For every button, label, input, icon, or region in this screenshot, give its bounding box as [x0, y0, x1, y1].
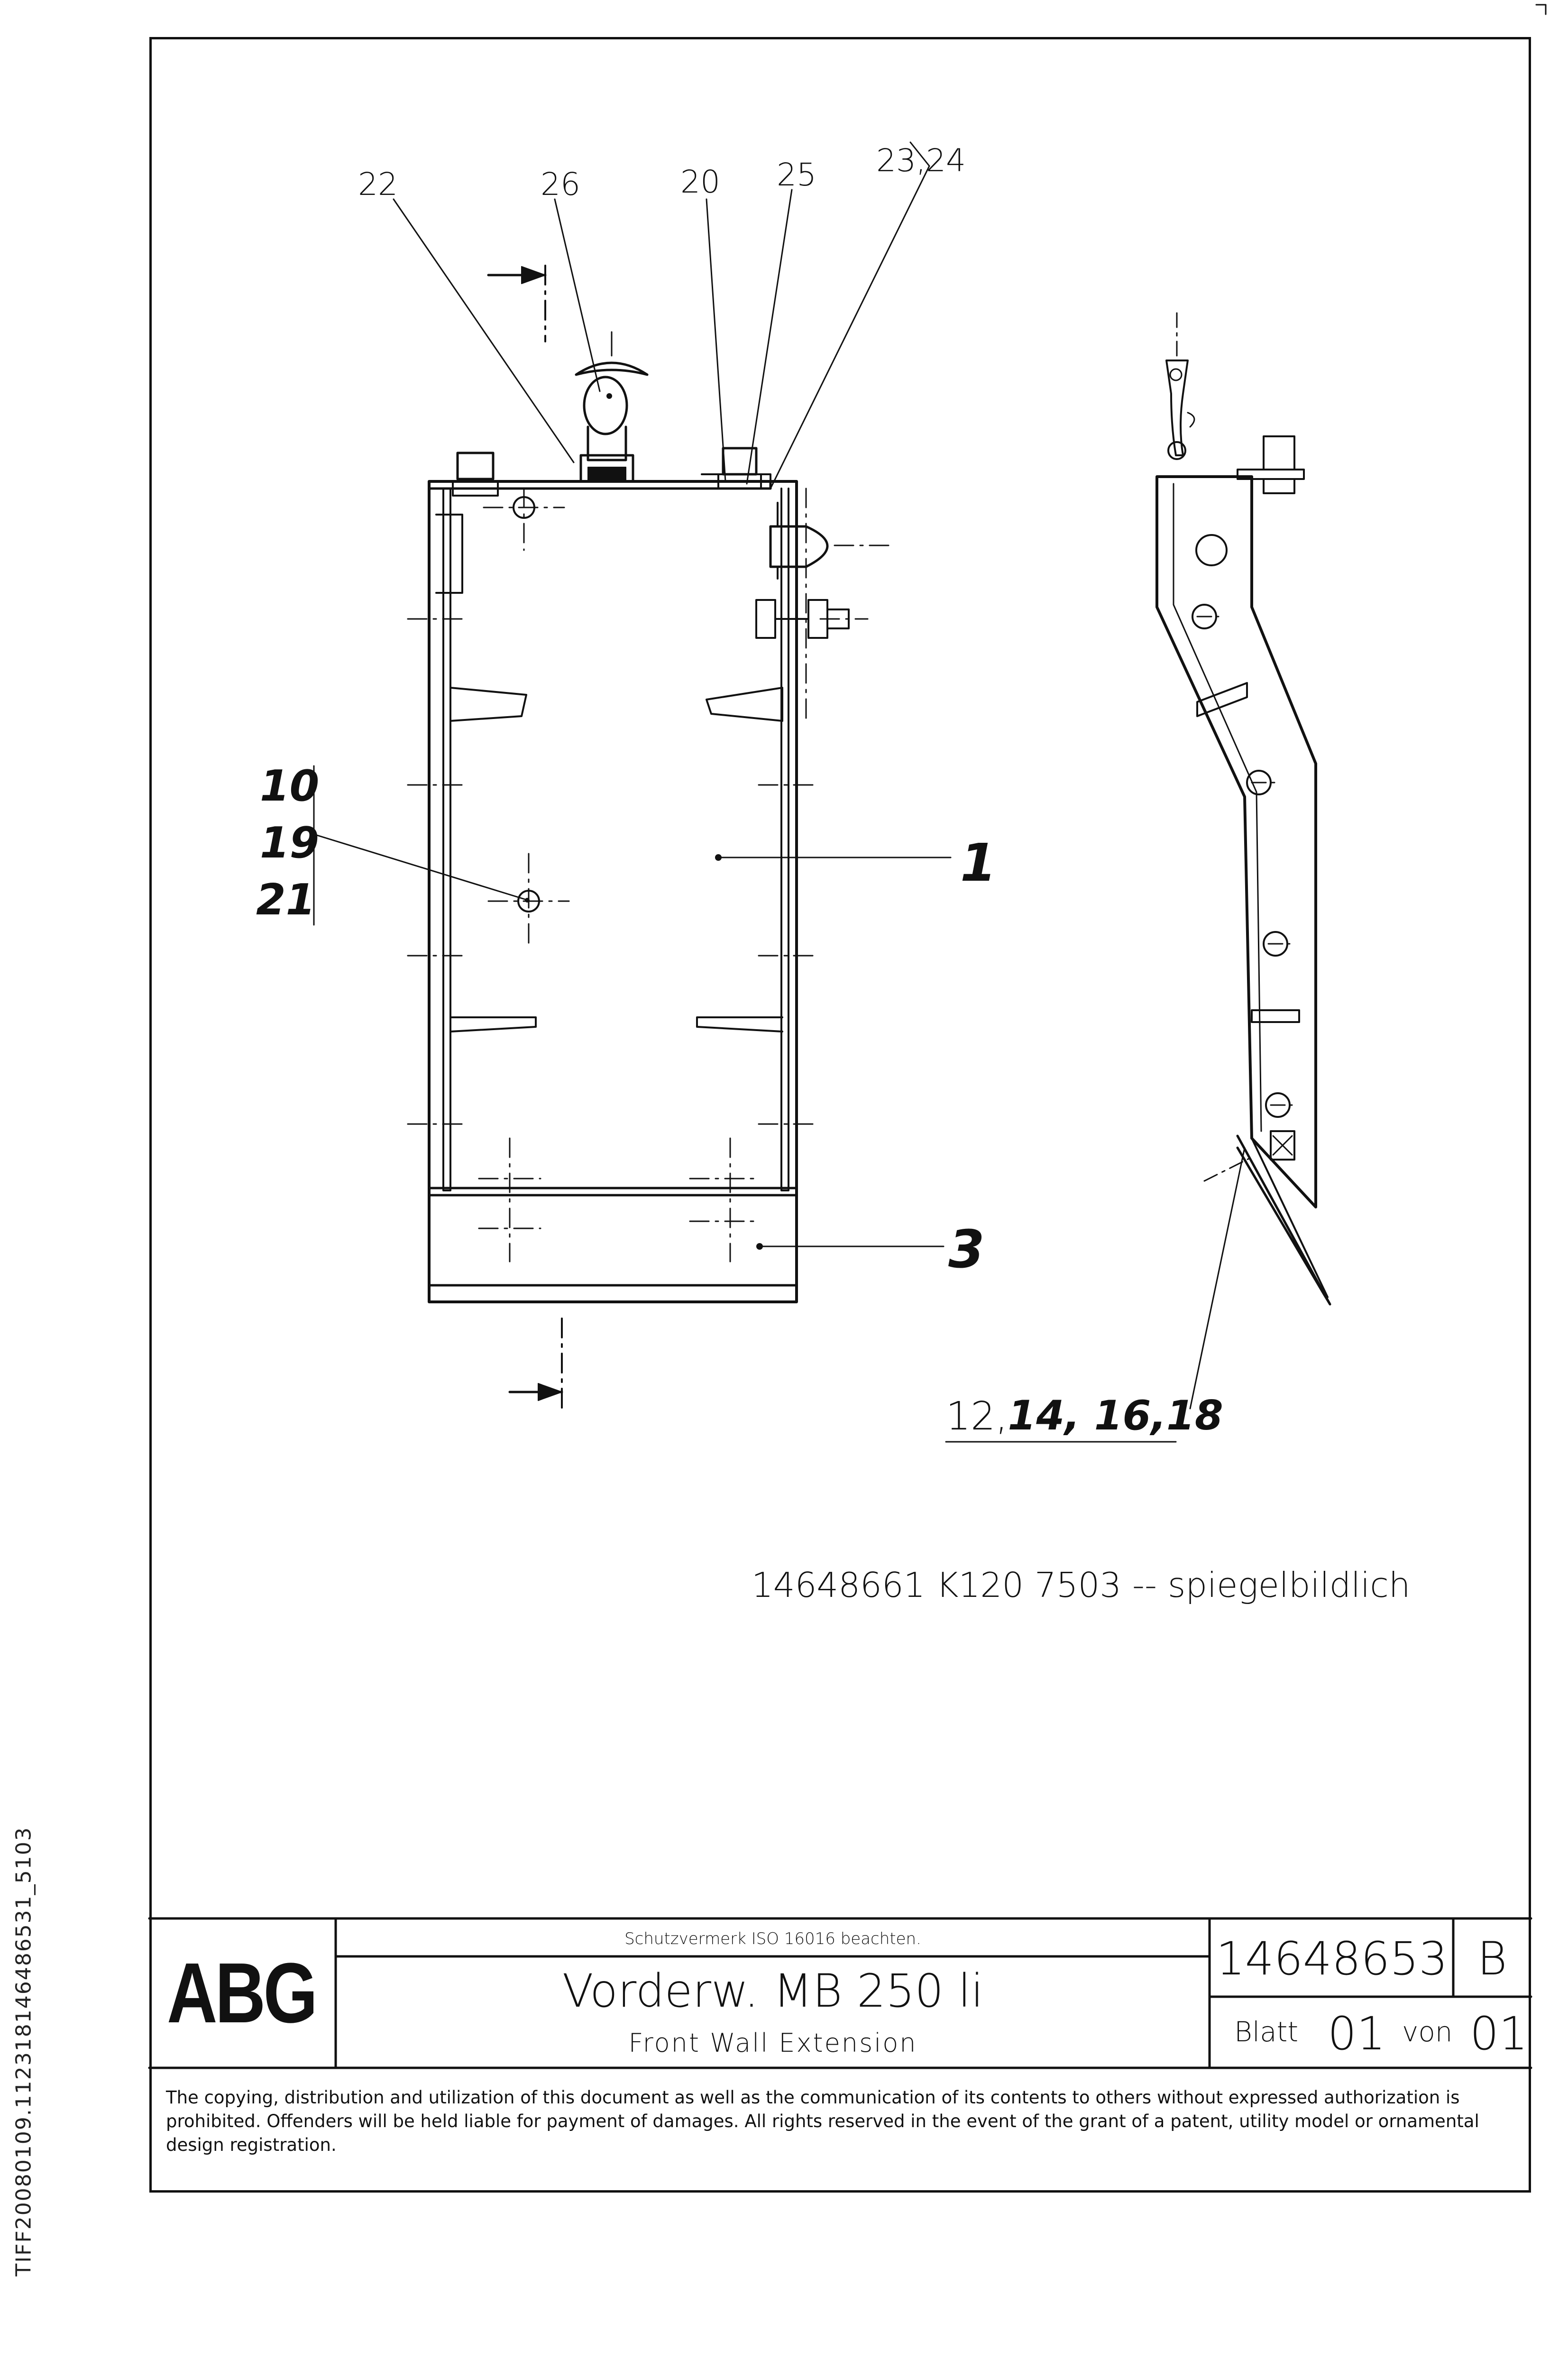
- document-number: 14648653: [1216, 1932, 1448, 1985]
- legal-disclaimer: The copying, distribution and utilizatio…: [166, 2087, 1479, 2155]
- callout-23-24: 23,24: [876, 142, 966, 179]
- callout-22: 22: [358, 166, 398, 203]
- drawing-title-de: Vorderw. MB 250 li: [562, 1964, 984, 2018]
- sheet-number: 01: [1328, 2007, 1386, 2060]
- callout-12: 12,: [946, 1394, 1008, 1439]
- callout-20: 20: [680, 164, 720, 200]
- section-marks: [487, 265, 563, 1410]
- callout-25: 25: [777, 157, 816, 193]
- copyright-notice: Schutzvermerk ISO 16016 beachten.: [624, 1929, 921, 1948]
- sheet-label: Blatt: [1234, 2016, 1299, 2048]
- leader-lines: [314, 165, 1246, 1443]
- revision-letter: B: [1477, 1932, 1507, 1985]
- abg-logo: ABG: [166, 1945, 318, 2041]
- side-view: [1155, 312, 1331, 1306]
- sheet-total: 01: [1470, 2007, 1528, 2060]
- callout-10: 10: [260, 761, 320, 811]
- title-block-grid: [148, 1917, 1532, 2069]
- of-label: von: [1402, 2016, 1453, 2048]
- callout-19: 19: [260, 818, 320, 868]
- callout-14-16-18: 14, 16,18: [1008, 1392, 1223, 1439]
- callout-part-3: 3: [948, 1219, 985, 1280]
- front-view: [428, 331, 850, 1303]
- technical-drawing: [148, 4, 1547, 2069]
- callout-21: 21: [256, 875, 316, 925]
- drawing-title-en: Front Wall Extension: [628, 2028, 917, 2058]
- callout-26: 26: [541, 166, 580, 203]
- callout-part-1: 1: [960, 832, 997, 893]
- callout-bottom-group: 12,14, 16,18: [946, 1392, 1223, 1439]
- drawing-frame: [149, 37, 1531, 2193]
- logo-cell: ABG: [152, 1921, 334, 2065]
- sheet-info: Blatt 01 von 01: [1211, 1998, 1529, 2066]
- mirror-image-note: 14648661 K120 7503 -- spiegelbildlich: [752, 1565, 1411, 1605]
- center-lines: [407, 488, 892, 1263]
